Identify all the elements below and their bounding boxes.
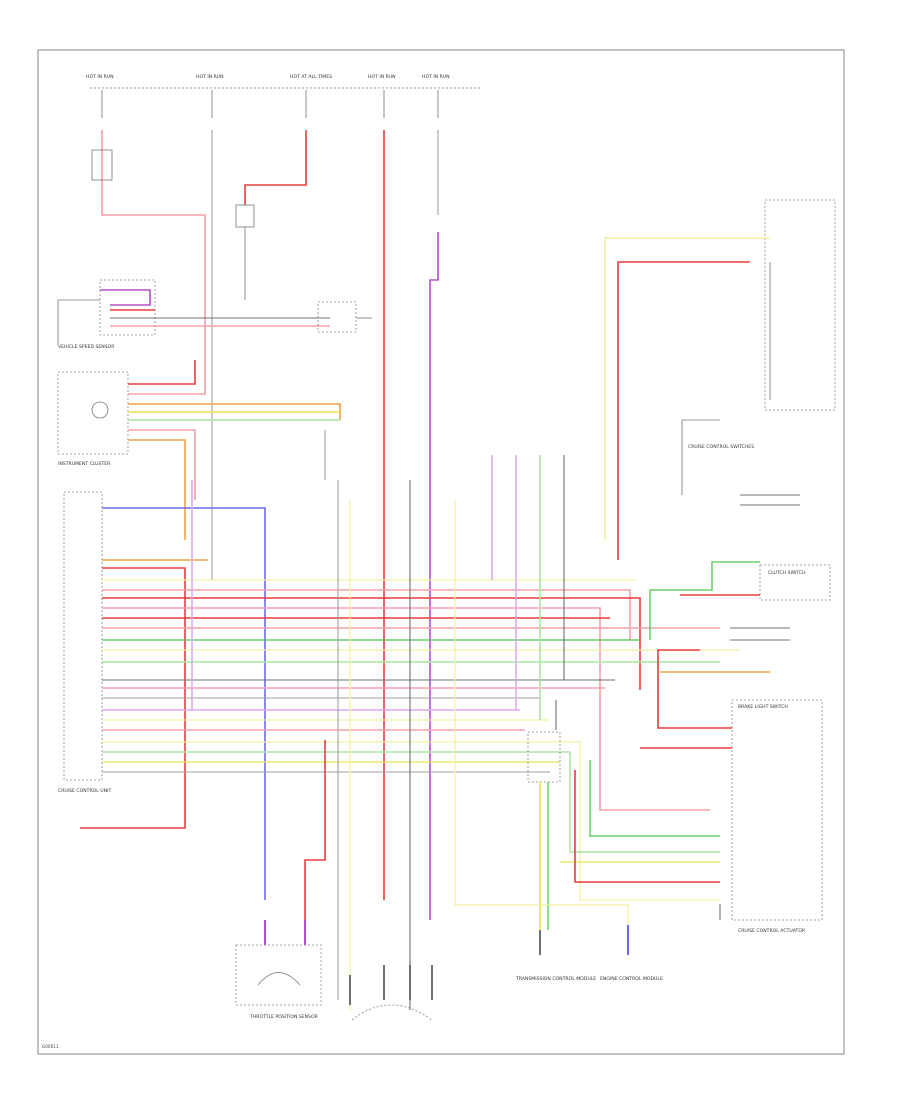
wire-h-pink-a bbox=[102, 589, 631, 640]
cruise-switch-box bbox=[764, 199, 836, 411]
connector-group-center bbox=[491, 455, 565, 720]
transmission-ecu-label: TRANSMISSION CONTROL MODULE bbox=[515, 976, 596, 982]
fuse-block-4: HOT IN RUN bbox=[368, 74, 396, 118]
wire-brake-red bbox=[657, 649, 732, 729]
instrument-cluster-label: INSTRUMENT CLUSTER bbox=[58, 461, 111, 467]
cruise-switches-label: CRUISE CONTROL SWITCHES bbox=[688, 444, 754, 450]
throttle-sensor-label: THROTTLE POSITION SENSOR bbox=[249, 1014, 319, 1020]
wire-sensor-violet bbox=[100, 289, 151, 306]
speed-sensor-label: VEHICLE SPEED SENSOR bbox=[58, 344, 115, 350]
wire-cluster-pink2 bbox=[128, 429, 196, 500]
ignition-relay bbox=[91, 149, 113, 181]
clutch-switch-label: CLUTCH SWITCH bbox=[768, 570, 806, 576]
brake-light-switch bbox=[731, 699, 823, 921]
fuse-block-5: HOT IN RUN bbox=[422, 74, 450, 118]
wire-sw-pale-yellow bbox=[604, 237, 770, 540]
wire-module-blue bbox=[102, 507, 266, 900]
wire-clutch-green bbox=[649, 561, 760, 640]
wire-h-pink-b bbox=[102, 607, 710, 811]
wire-brake-red3 bbox=[574, 770, 720, 883]
wire-feed-red-top bbox=[244, 130, 307, 205]
footer-code: G00011 bbox=[42, 1044, 59, 1049]
engine-ecu-label: ENGINE CONTROL MODULE bbox=[600, 976, 663, 982]
wire-feed-pink bbox=[101, 130, 206, 395]
wire-cluster-orange2 bbox=[128, 439, 186, 540]
fuse-label-5: HOT IN RUN bbox=[422, 74, 450, 80]
wire-h-pale-yellow-b bbox=[102, 741, 720, 901]
cruise-module-label: CRUISE CONTROL UNIT bbox=[58, 788, 111, 794]
wire-violet-long bbox=[429, 232, 439, 920]
cruise-fuse bbox=[235, 204, 255, 228]
throttle-sensor bbox=[235, 944, 322, 1006]
wire-cluster-orange bbox=[128, 403, 341, 420]
fuse-block-2: HOT IN RUN bbox=[196, 74, 224, 118]
center-relay bbox=[527, 731, 561, 783]
wire-h-green-b bbox=[102, 751, 720, 853]
speed-sensor bbox=[99, 279, 156, 336]
fuse-label-4: HOT IN RUN bbox=[368, 74, 396, 80]
clutch-switch bbox=[759, 564, 831, 601]
wire-cluster-red bbox=[128, 360, 196, 385]
cruise-control-unit bbox=[63, 491, 103, 781]
fuse-block-1: HOT IN RUN bbox=[86, 74, 114, 118]
brake-switch-label: BRAKE LIGHT SWITCH bbox=[738, 704, 788, 710]
wire-brake-green bbox=[589, 760, 720, 837]
diagram-frame bbox=[37, 49, 845, 1055]
wire-sw-red bbox=[617, 261, 750, 560]
fuse-label-1: HOT IN RUN bbox=[86, 74, 114, 80]
bottom-connectors bbox=[349, 965, 433, 1021]
inline-connector bbox=[317, 301, 357, 333]
fuse-label-3: HOT AT ALL TIMES bbox=[290, 74, 332, 80]
fuse-block-3: HOT AT ALL TIMES bbox=[290, 74, 332, 118]
fuse-label-2: HOT IN RUN bbox=[196, 74, 224, 80]
wire-h-red-b bbox=[102, 597, 641, 690]
actuator-label: CRUISE CONTROL ACTUATOR bbox=[738, 928, 806, 934]
